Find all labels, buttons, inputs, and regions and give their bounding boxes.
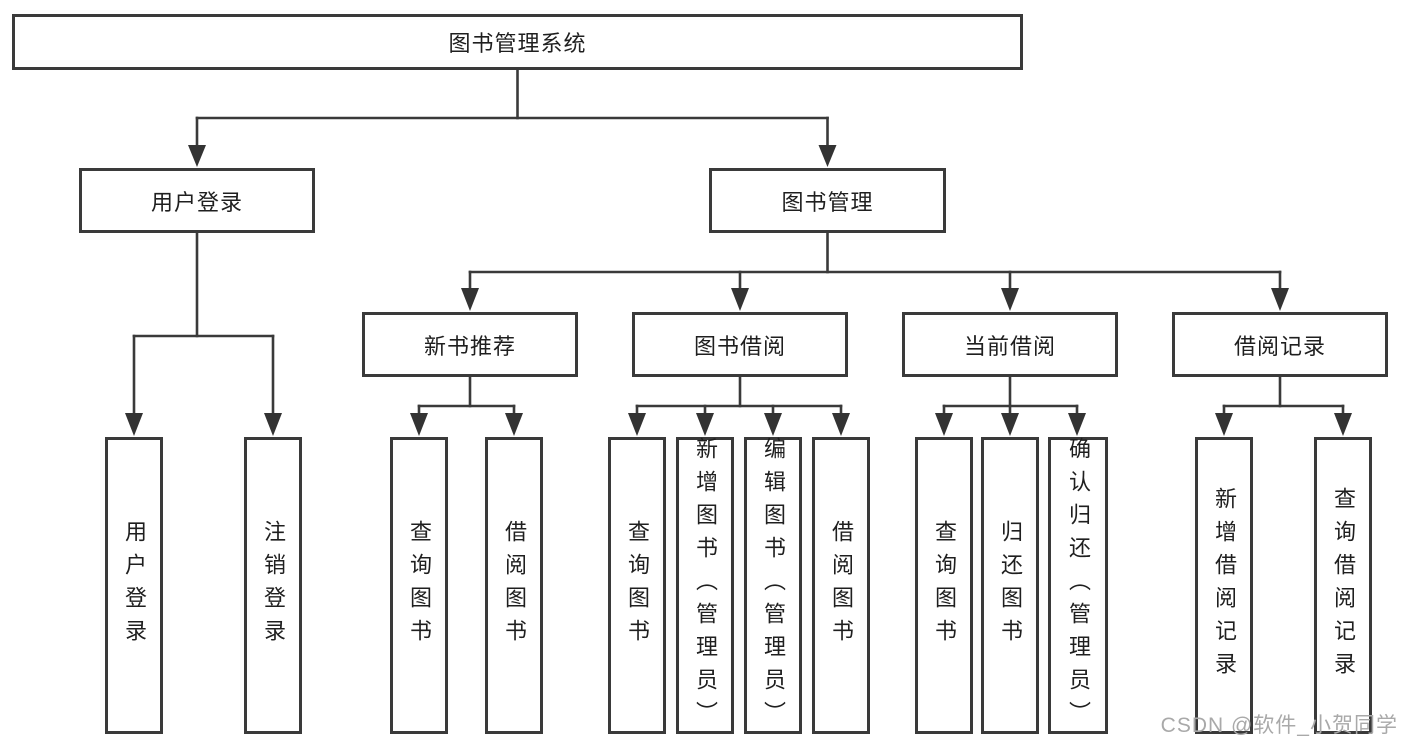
- leaf-user-login-label: 用户登录: [122, 519, 147, 652]
- node-borrow-records: 借阅记录: [1172, 312, 1388, 377]
- leaf-query-books-borrowing-label: 查询图书: [625, 519, 650, 652]
- leaf-query-books-recommend-label: 查询图书: [407, 519, 432, 652]
- leaf-query-borrow-record-label: 查询借阅记录: [1331, 486, 1356, 685]
- leaf-edit-book-admin: 编辑图书（管理员）: [744, 437, 802, 734]
- leaf-add-borrow-record-label: 新增借阅记录: [1212, 486, 1237, 685]
- leaf-query-books-current: 查询图书: [915, 437, 973, 734]
- node-library-system: 图书管理系统: [12, 14, 1023, 70]
- node-user-login-label: 用户登录: [150, 189, 243, 215]
- node-current-borrowing-label: 当前借阅: [963, 333, 1056, 359]
- leaf-return-books-label: 归还图书: [998, 519, 1023, 652]
- leaf-query-borrow-record: 查询借阅记录: [1314, 437, 1372, 734]
- leaf-logout-label: 注销登录: [261, 519, 286, 652]
- leaf-add-book-admin: 新增图书（管理员）: [676, 437, 734, 734]
- leaf-query-books-current-label: 查询图书: [932, 519, 957, 652]
- node-book-management-label: 图书管理: [781, 189, 874, 215]
- leaf-return-books: 归还图书: [981, 437, 1039, 734]
- node-new-book-recommend-label: 新书推荐: [423, 333, 516, 359]
- leaf-borrow-books-recommend-label: 借阅图书: [502, 519, 527, 652]
- node-current-borrowing: 当前借阅: [902, 312, 1118, 377]
- leaf-user-login: 用户登录: [105, 437, 163, 734]
- leaf-borrow-books-borrowing: 借阅图书: [812, 437, 870, 734]
- leaf-confirm-return-admin-label: 确认归还（管理员）: [1066, 437, 1091, 734]
- node-book-borrowing: 图书借阅: [632, 312, 848, 377]
- leaf-edit-book-admin-label: 编辑图书（管理员）: [761, 437, 786, 734]
- node-user-login: 用户登录: [79, 168, 315, 233]
- node-borrow-records-label: 借阅记录: [1233, 333, 1326, 359]
- node-library-system-label: 图书管理系统: [448, 31, 587, 56]
- leaf-add-book-admin-label: 新增图书（管理员）: [693, 437, 718, 734]
- leaf-query-books-recommend: 查询图书: [390, 437, 448, 734]
- leaf-confirm-return-admin: 确认归还（管理员）: [1048, 437, 1108, 734]
- leaf-borrow-books-recommend: 借阅图书: [485, 437, 543, 734]
- leaf-add-borrow-record: 新增借阅记录: [1195, 437, 1253, 734]
- leaf-borrow-books-borrowing-label: 借阅图书: [829, 519, 854, 652]
- leaf-query-books-borrowing: 查询图书: [608, 437, 666, 734]
- node-new-book-recommend: 新书推荐: [362, 312, 578, 377]
- node-book-management: 图书管理: [709, 168, 946, 233]
- leaf-logout: 注销登录: [244, 437, 302, 734]
- node-book-borrowing-label: 图书借阅: [693, 333, 786, 359]
